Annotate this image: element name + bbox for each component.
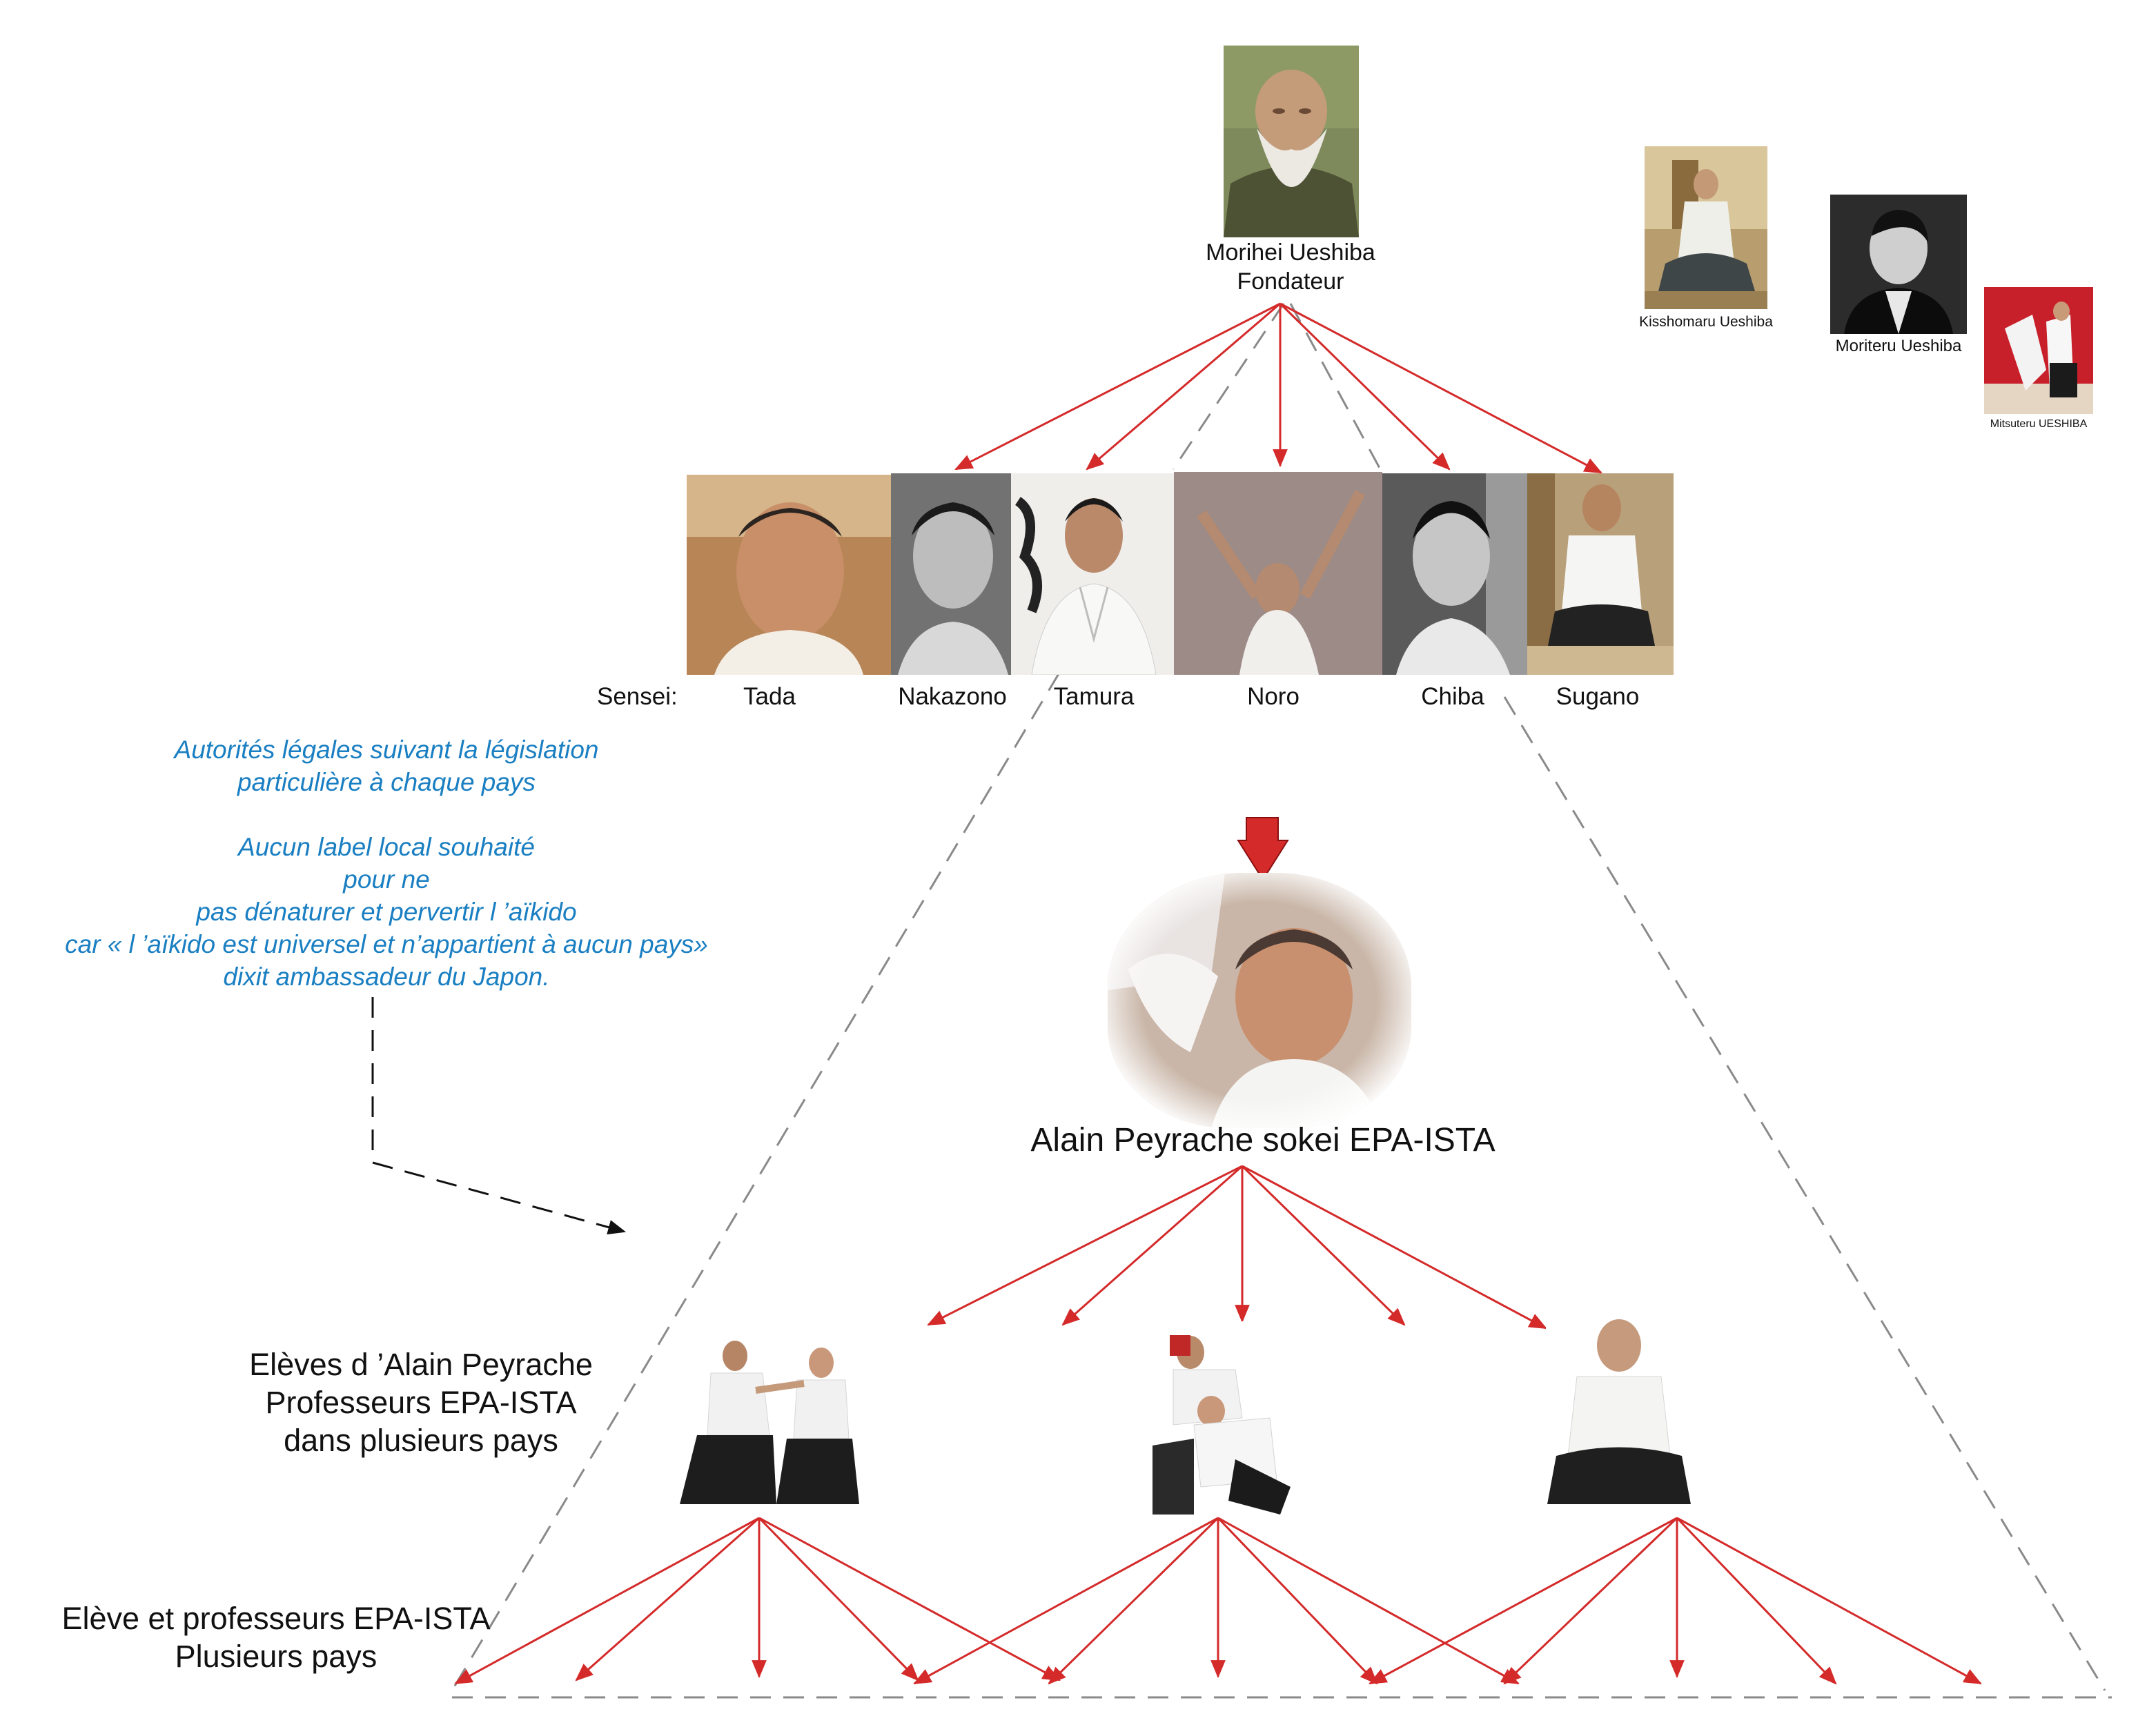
note-line-3 <box>14 798 759 831</box>
student3-arrows <box>1369 1517 1982 1685</box>
students-label: Elèves d ’Alain Peyrache Professeurs EPA… <box>200 1345 642 1459</box>
sensei-name-nakazono: Nakazono <box>898 683 1007 710</box>
successor-name-2: Moriteru Ueshiba <box>1835 337 1962 355</box>
pyramid-right-edge-upper <box>1289 303 1382 470</box>
sensei-name-sugano: Sugano <box>1556 683 1640 710</box>
note-line-7: car « l ’aïkido est universel et n’appar… <box>65 930 708 958</box>
pyramid-left-edge-upper <box>1172 303 1285 470</box>
sensei-photo-chiba <box>1382 473 1527 675</box>
sensei-photo-tamura <box>1011 473 1174 675</box>
sensei-prefix: Sensei: <box>597 683 678 710</box>
students-photo-3 <box>1546 1311 1692 1511</box>
pyramid-right-edge <box>1503 696 2106 1691</box>
student2-arrows <box>913 1517 1520 1685</box>
bottom-label-line-2: Plusieurs pays <box>175 1639 377 1674</box>
successor-photo-3 <box>1984 287 2093 414</box>
successor-photo-2 <box>1830 195 1967 334</box>
note-line-4: Aucun label local souhaité <box>238 833 535 861</box>
students-photo-2 <box>1153 1321 1291 1515</box>
bottom-label-line-1: Elève et professeurs EPA-ISTA <box>61 1601 491 1636</box>
bottom-label: Elève et professeurs EPA-ISTA Plusieurs … <box>21 1599 531 1675</box>
note-line-1: Autorités légales suivant la législation <box>174 736 599 764</box>
students-photo-1 <box>673 1321 873 1508</box>
pyramid-outline <box>451 303 2112 1699</box>
student1-arrows <box>454 1517 1061 1685</box>
sensei-name-chiba: Chiba <box>1421 683 1484 710</box>
sensei-name-tada: Tada <box>743 683 796 710</box>
red-down-arrow-icon <box>1237 817 1289 881</box>
note-line-6: pas dénaturer et pervertir l ’aïkido <box>196 898 577 926</box>
students-label-line-1: Elèves d ’Alain Peyrache <box>249 1347 593 1382</box>
founder-caption: Morihei Ueshiba Fondateur <box>1177 238 1404 296</box>
sensei-photo-nakazono <box>891 473 1011 675</box>
founder-name: Morihei Ueshiba <box>1206 239 1375 266</box>
sensei-photo-noro <box>1174 472 1382 675</box>
successor-name-3: Mitsuteru UESHIBA <box>1990 418 2088 430</box>
successor-name-1: Kisshomaru Ueshiba <box>1639 314 1773 330</box>
sensei-name-tamura: Tamura <box>1053 683 1135 710</box>
founder-title: Fondateur <box>1237 268 1344 295</box>
note-pointer <box>371 997 627 1235</box>
sensei-photo-tada <box>687 475 891 675</box>
note-line-2: particulière à chaque pays <box>237 768 536 796</box>
sensei-name-noro: Noro <box>1247 683 1300 710</box>
students-label-line-2: Professeurs EPA-ISTA <box>265 1385 577 1420</box>
master-arrows <box>927 1165 1547 1330</box>
legal-note: Autorités légales suivant la législation… <box>14 733 759 993</box>
founder-arrows <box>954 302 1602 474</box>
note-line-5: pour ne <box>343 865 430 894</box>
sensei-photo-sugano <box>1527 473 1674 675</box>
successor-photo-1 <box>1645 146 1767 309</box>
master-name: Alain Peyrache sokei EPA-ISTA <box>1030 1122 1495 1158</box>
note-line-8: dixit ambassadeur du Japon. <box>223 963 550 991</box>
master-portrait <box>1108 873 1411 1128</box>
founder-portrait <box>1224 46 1359 237</box>
students-label-line-3: dans plusieurs pays <box>284 1423 558 1458</box>
